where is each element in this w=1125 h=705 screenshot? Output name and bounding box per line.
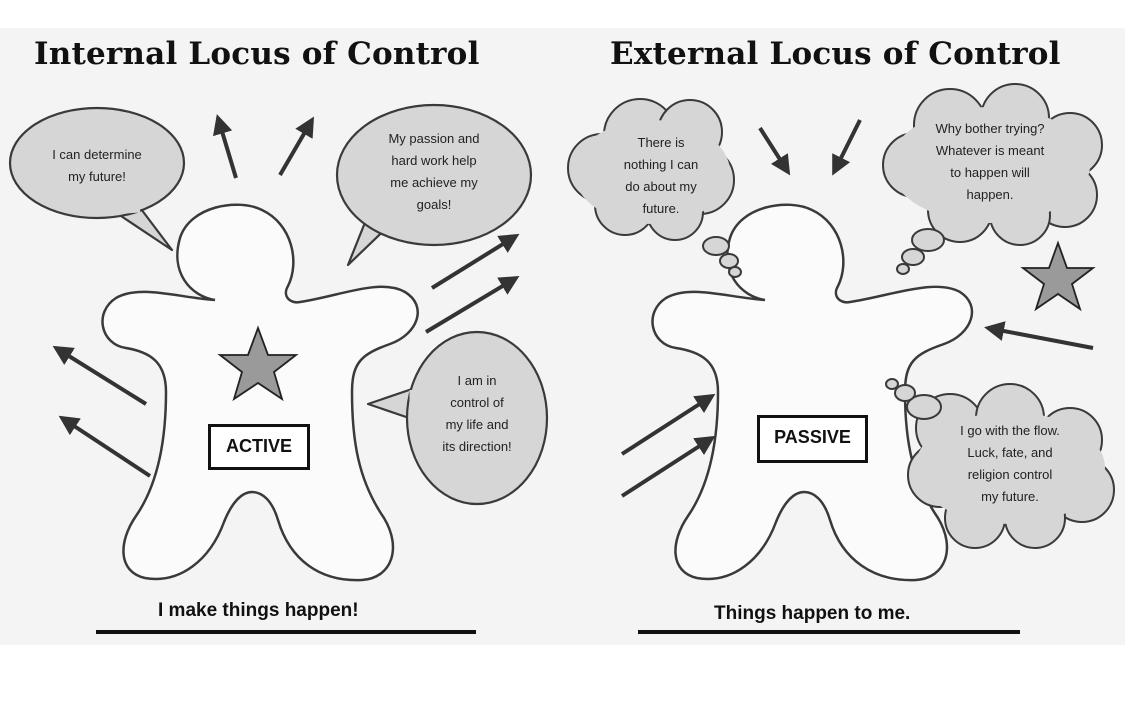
internal-bubble-text-1: I can determine my future! <box>52 147 142 184</box>
internal-speech-bubble-1 <box>8 106 186 252</box>
internal-speech-bubble-3 <box>366 330 549 506</box>
external-locus-title: External Locus of Control <box>610 36 1061 72</box>
arrow-up-left <box>213 114 238 179</box>
arrow-right-upper <box>430 233 520 290</box>
external-star-icon <box>1020 240 1096 312</box>
internal-locus-title: Internal Locus of Control <box>34 36 480 72</box>
external-thought-text-1: There is nothing I can do about my futur… <box>623 135 699 216</box>
external-inward-arrows <box>620 119 1094 498</box>
internal-star-icon <box>217 325 299 402</box>
external-thought-cloud-3 <box>885 378 1115 549</box>
internal-person-outline <box>101 203 419 582</box>
arrow-from-right <box>984 321 1094 350</box>
external-caption-underline <box>638 630 1020 634</box>
external-person-figure <box>651 203 1096 582</box>
internal-speech-bubble-2 <box>335 103 533 267</box>
internal-bubble-text-3: I am in control of my life and its direc… <box>442 373 512 454</box>
internal-person-figure <box>101 203 419 582</box>
internal-caption: I make things happen! <box>158 600 359 621</box>
arrow-left-upper <box>52 345 148 406</box>
external-person-outline <box>651 203 974 582</box>
external-thought-cloud-1 <box>567 98 742 278</box>
arrow-from-left-lower <box>620 435 716 498</box>
internal-bubble-text-2: My passion and hard work help me achieve… <box>388 131 480 212</box>
arrow-up-right <box>278 116 315 177</box>
active-label: ACTIVE <box>208 424 310 470</box>
passive-label: PASSIVE <box>757 415 868 463</box>
arrow-down-left <box>832 119 862 176</box>
internal-caption-underline <box>96 630 476 634</box>
external-thought-cloud-2 <box>882 83 1103 275</box>
external-thought-text-3: I go with the flow. Luck, fate, and reli… <box>960 423 1060 504</box>
external-thought-text-2: Why bother trying? Whatever is meant to … <box>935 121 1045 202</box>
arrow-right-lower <box>424 275 520 334</box>
arrow-from-left-upper <box>620 393 716 456</box>
arrow-down-right <box>758 126 791 176</box>
external-caption: Things happen to me. <box>714 603 911 624</box>
arrow-left-lower <box>58 415 152 478</box>
internal-outward-arrows <box>52 114 520 478</box>
